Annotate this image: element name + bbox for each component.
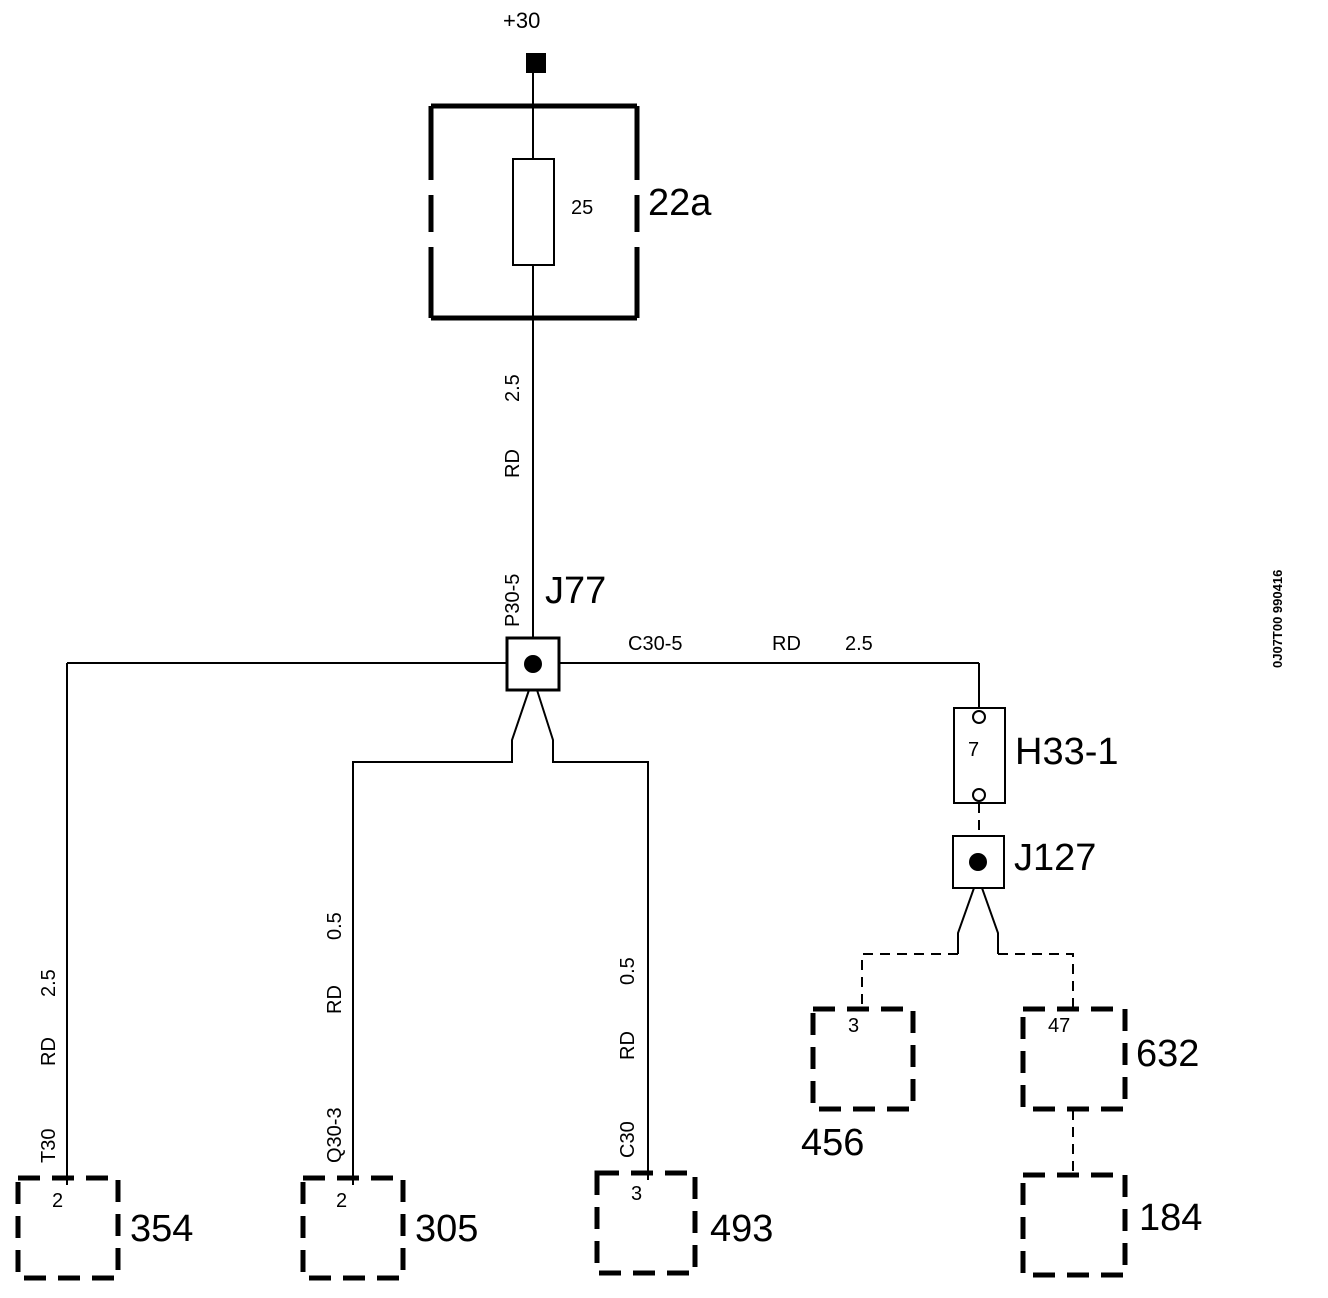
comp-305-ref: 305 [415,1208,478,1250]
wire-to-305 [352,689,530,1177]
component-305 [300,1175,406,1281]
j127-node [969,853,987,871]
comp-493-ref: 493 [710,1208,773,1250]
comp-632-ref: 632 [1136,1033,1199,1075]
wire-to-632 [998,953,1074,1010]
main-wire-color: RD [502,449,524,478]
comp-354-ref: 354 [130,1208,193,1250]
fuse-ref: 22a [648,182,712,224]
comp-184-ref: 184 [1139,1197,1202,1239]
branch-left-color: RD [38,1037,60,1066]
branch-center-gauge: 0.5 [617,957,639,985]
j127-fork-right [981,887,999,954]
comp-305-pin: 2 [336,1190,347,1212]
j77-node [524,655,542,673]
component-184 [1020,1172,1128,1278]
branch-mid-gauge: 0.5 [324,912,346,940]
supply-terminal [526,53,546,73]
h33-ref: H33-1 [1015,731,1119,773]
j127-ref: J127 [1014,837,1096,879]
j77-ref: J77 [545,570,606,612]
j127-fork-left [957,887,975,954]
branch-left-gauge: 2.5 [38,969,60,997]
h33-pin-top [972,710,986,724]
branch-center-color: RD [617,1031,639,1060]
branch-right-gauge: 2.5 [845,633,873,655]
doc-id: 0J07T00 990416 [1270,570,1285,668]
main-wire-gauge: 2.5 [502,374,524,402]
branch-right-wire-id: C30-5 [628,633,682,655]
fuse-box-22a [428,103,640,321]
branch-mid-color: RD [324,985,346,1014]
component-632 [1020,1006,1128,1112]
branch-left-pin-name: T30 [38,1129,60,1163]
wire-to-456 [861,953,958,1010]
fuse-element [512,158,555,266]
j77-pin-label: P30-5 [502,574,524,627]
comp-456-pin: 3 [848,1015,859,1037]
comp-632-pin: 47 [1048,1015,1070,1037]
branch-center-pin-name: C30 [617,1121,639,1158]
h33-pin-bottom [972,788,986,802]
comp-354-pin: 2 [52,1190,63,1212]
branch-mid-pin-name: Q30-3 [324,1107,346,1163]
comp-456-ref: 456 [801,1122,864,1164]
component-354 [15,1175,121,1281]
supply-label: +30 [503,8,540,33]
component-493 [594,1170,698,1276]
comp-493-pin: 3 [631,1183,642,1205]
h33-pin: 7 [968,739,979,761]
component-456 [810,1006,916,1112]
branch-right-color: RD [772,633,801,655]
fuse-rating: 25 [571,197,593,219]
wire-to-493 [536,689,649,1173]
